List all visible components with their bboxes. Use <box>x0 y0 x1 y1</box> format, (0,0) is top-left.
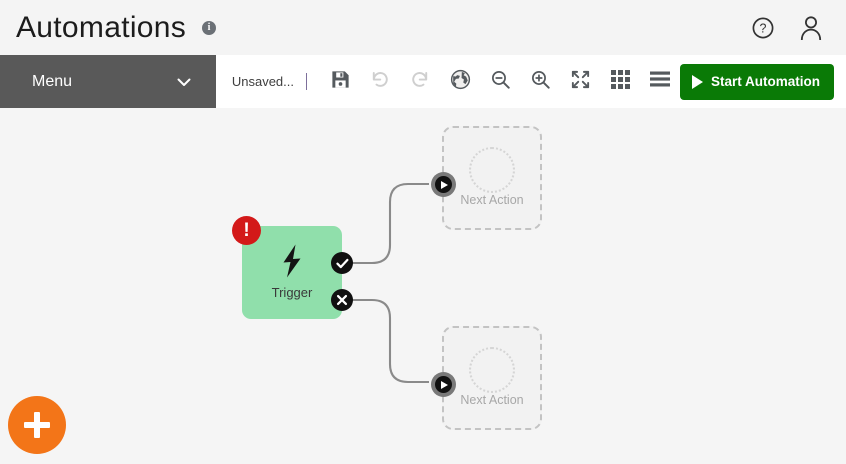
trigger-node[interactable]: ! Trigger <box>232 216 353 319</box>
play-circle-icon-top[interactable] <box>431 172 456 197</box>
hamburger-icon <box>650 71 670 92</box>
workflow-canvas[interactable]: ! Trigger Next Action <box>0 108 846 464</box>
success-port[interactable] <box>331 252 353 274</box>
toolbar-separator <box>306 73 307 90</box>
trigger-node-label: Trigger <box>271 285 313 300</box>
page-title: Automations <box>16 10 187 44</box>
zoom-in-button[interactable] <box>520 62 560 102</box>
error-badge[interactable]: ! <box>232 216 261 245</box>
menu-label: Menu <box>32 72 73 90</box>
placeholder-circle-icon <box>469 147 515 193</box>
toolbar-row: Menu Unsaved... <box>0 55 846 108</box>
undo-icon <box>369 68 391 95</box>
lightning-bolt-icon <box>242 244 342 278</box>
grid-layout-button[interactable] <box>600 62 640 102</box>
svg-text:?: ? <box>760 21 767 35</box>
add-node-fab[interactable] <box>8 396 66 454</box>
undo-button[interactable] <box>360 62 400 102</box>
zoom-out-button[interactable] <box>480 62 520 102</box>
grid-icon <box>610 69 630 94</box>
plus-icon-vertical <box>34 412 40 438</box>
edge-success <box>352 182 429 265</box>
list-menu-button[interactable] <box>640 62 680 102</box>
menu-dropdown[interactable]: Menu <box>0 55 216 108</box>
next-action-label-top: Next Action <box>460 193 524 207</box>
play-circle-inner-bottom <box>435 376 452 393</box>
play-circle-icon-bottom[interactable] <box>431 372 456 397</box>
user-account-icon[interactable] <box>798 15 824 41</box>
header-actions: ? <box>750 15 824 41</box>
zoom-out-icon <box>490 69 511 95</box>
expand-arrows-icon <box>570 69 591 95</box>
play-circle-inner-top <box>435 176 452 193</box>
next-action-node-bottom[interactable]: Next Action <box>431 326 542 430</box>
start-automation-button[interactable]: Start Automation <box>680 63 834 100</box>
info-icon[interactable]: i <box>202 20 217 35</box>
page-header: Automations i ? <box>0 0 846 55</box>
edge-failure <box>352 298 429 384</box>
failure-port[interactable] <box>331 289 353 311</box>
globe-icon <box>450 69 471 95</box>
save-disk-icon <box>330 69 351 95</box>
globe-button[interactable] <box>440 62 480 102</box>
connector-edges <box>352 182 429 384</box>
chevron-down-icon <box>174 72 194 92</box>
play-triangle-top <box>441 180 448 189</box>
play-icon <box>692 74 703 89</box>
play-triangle-bottom <box>441 380 448 389</box>
redo-icon <box>409 68 431 95</box>
next-action-label-bottom: Next Action <box>460 393 524 407</box>
redo-button[interactable] <box>400 62 440 102</box>
help-icon[interactable]: ? <box>750 15 776 41</box>
zoom-in-icon <box>530 69 551 95</box>
save-button[interactable] <box>320 62 360 102</box>
placeholder-circle-icon <box>469 347 515 393</box>
fit-screen-button[interactable] <box>560 62 600 102</box>
editor-toolbar: Unsaved... <box>216 55 846 108</box>
next-action-node-top[interactable]: Next Action <box>431 126 542 230</box>
start-automation-label: Start Automation <box>711 74 820 89</box>
info-icon-glyph: i <box>207 21 211 33</box>
error-badge-symbol: ! <box>243 220 250 241</box>
save-status-text: Unsaved... <box>231 74 294 89</box>
